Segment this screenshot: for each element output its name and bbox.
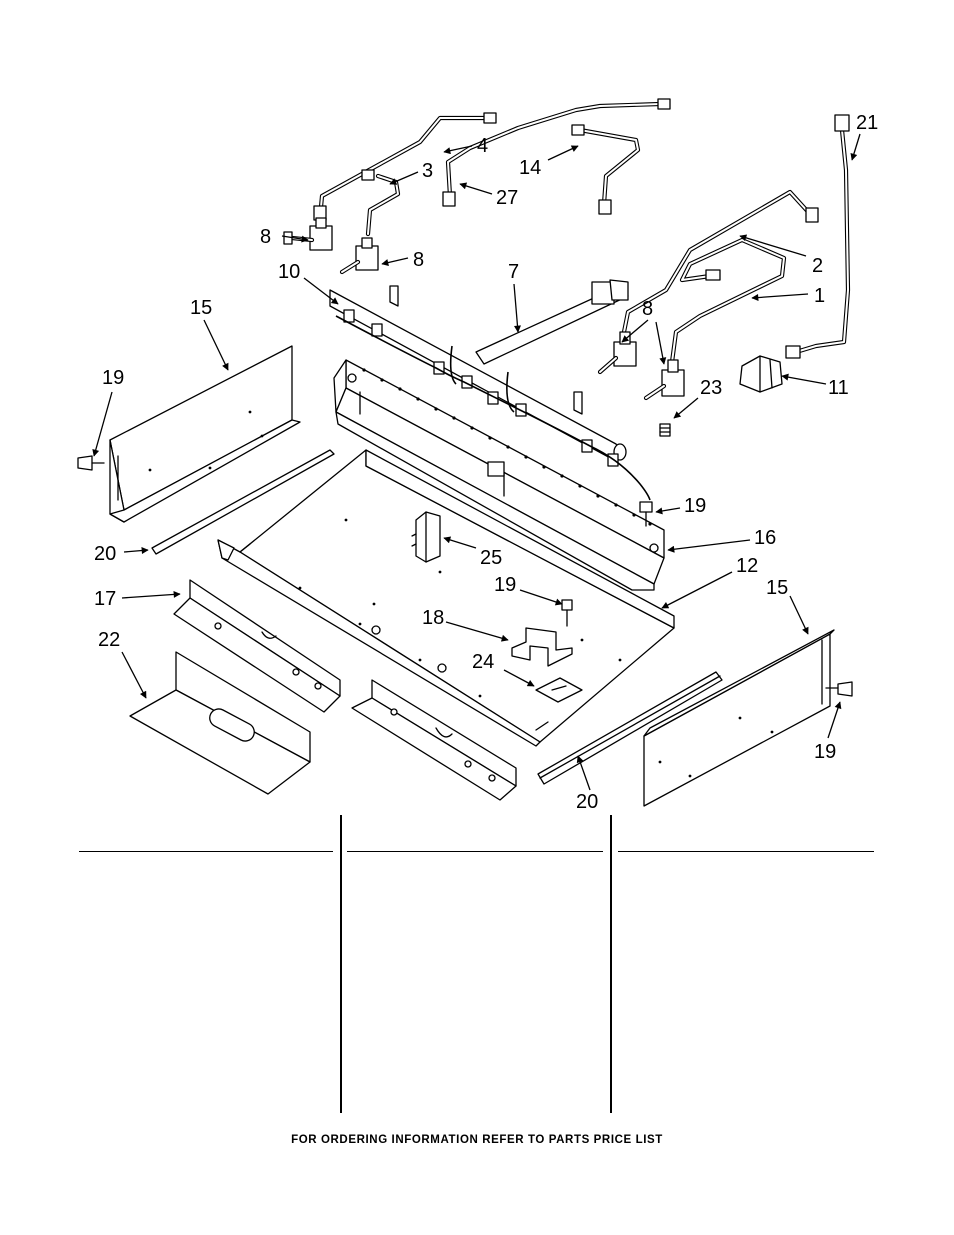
callout-11: 11 [828,377,849,399]
callout-16: 16 [754,527,776,549]
callout-18: 18 [422,607,444,629]
manifold-7 [476,280,628,364]
callout-17: 17 [94,588,116,610]
callout-19-left: 19 [102,367,124,389]
callout-25: 25 [480,547,502,569]
callout-23: 23 [700,377,722,399]
burner-valve-left-2 [342,238,378,272]
callout-19-center: 19 [494,574,516,596]
callout-12: 12 [736,555,758,577]
callout-4: 4 [477,135,488,157]
gas-tube-4 [314,113,496,220]
callout-22: 22 [98,629,120,651]
gas-tube-14 [572,125,638,214]
gas-tube-1 [672,240,784,362]
side-panel-right-15 [644,630,834,806]
parts-table-divider-1 [340,815,342,1113]
exploded-parts-diagram: 4 3 27 14 2 1 8 8 8 7 10 11 23 21 15 19 … [0,0,954,820]
burner-valve-right-1 [600,332,636,372]
screw-19-left [78,456,104,470]
callout-8-left-1: 8 [260,226,271,248]
callout-20-right: 20 [576,791,598,813]
burner-valve-right-2 [646,360,684,398]
callout-24: 24 [472,651,494,673]
callout-3: 3 [422,160,433,182]
callout-10: 10 [278,261,300,283]
ordering-info-note: FOR ORDERING INFORMATION REFER TO PARTS … [0,1134,954,1146]
parts-table-header-rule-1 [79,851,333,852]
callout-27: 27 [496,187,518,209]
callout-21: 21 [856,112,878,134]
gas-tube-21 [786,115,849,358]
callout-15-right: 15 [766,577,788,599]
burner-valve-left-1 [284,218,332,250]
callout-2: 2 [812,255,823,277]
side-panel-left-15 [110,346,300,522]
parts-table-divider-2 [610,815,612,1113]
callout-8-right: 8 [642,298,653,320]
parts-table-header-rule-2 [347,851,603,852]
callout-19-box: 19 [684,495,706,517]
callout-8-left-2: 8 [413,249,424,271]
spark-module-25 [412,512,440,562]
parts-table-header-rule-3 [618,851,874,852]
callout-14: 14 [519,157,541,179]
callout-7: 7 [508,261,519,283]
base-pan-12 [218,450,674,746]
gas-tube-3 [362,170,398,234]
callout-15-left: 15 [190,297,212,319]
orifice-23 [660,424,670,436]
callout-1: 1 [814,285,825,307]
callout-20-left: 20 [94,543,116,565]
callout-19-right: 19 [814,741,836,763]
regulator-11 [740,356,782,392]
